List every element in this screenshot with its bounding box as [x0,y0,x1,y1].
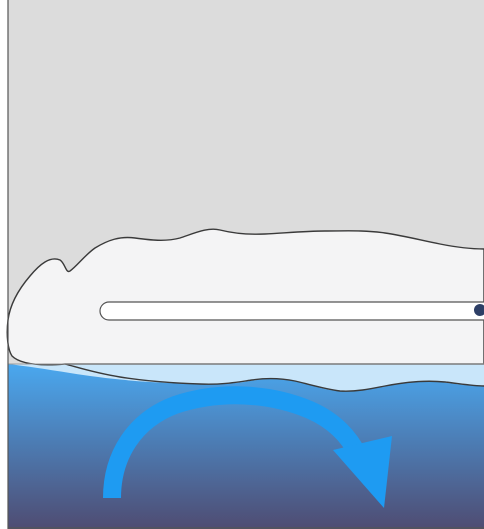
borehole-channel [100,302,484,320]
